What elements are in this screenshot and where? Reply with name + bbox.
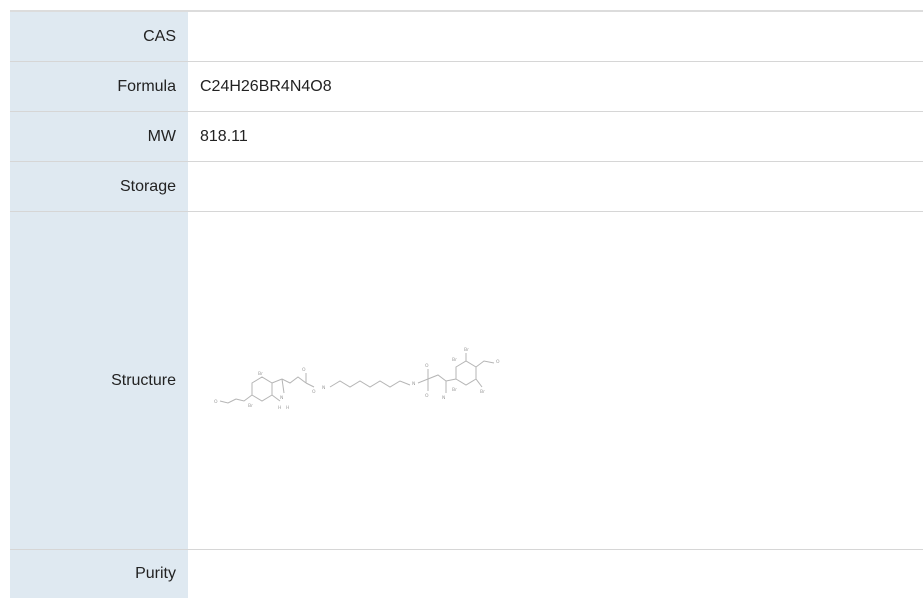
atom-label: Br <box>480 389 485 395</box>
atom-label: N <box>280 395 283 401</box>
mw-label: MW <box>10 111 188 162</box>
atom-label: H <box>286 405 289 411</box>
structure-row: Structure <box>10 211 923 550</box>
atom-label: O <box>496 359 500 365</box>
atom-label: Br <box>452 387 457 393</box>
atom-label: O <box>312 389 316 395</box>
atom-label: Br <box>452 357 457 363</box>
chemical-structure-image: Br Br O O N O N H H N O O N Br Br O Br <box>214 347 500 411</box>
purity-value <box>188 549 923 598</box>
atom-label: N <box>412 381 415 387</box>
purity-label: Purity <box>10 549 188 598</box>
mw-row: MW 818.11 <box>10 111 923 162</box>
atom-label: O <box>214 399 218 405</box>
atom-label: N <box>322 385 325 391</box>
storage-row: Storage <box>10 161 923 212</box>
cas-label: CAS <box>10 10 188 62</box>
atom-label: Br <box>248 403 253 409</box>
mw-value: 818.11 <box>188 111 923 162</box>
formula-label: Formula <box>10 61 188 112</box>
atom-label: Br <box>258 371 263 377</box>
cas-value <box>188 10 923 62</box>
formula-row: Formula C24H26BR4N4O8 <box>10 61 923 112</box>
atom-label: O <box>425 393 429 399</box>
atom-label: N <box>442 395 445 401</box>
atom-label: Br <box>464 347 469 353</box>
cas-row: CAS <box>10 10 923 62</box>
formula-value: C24H26BR4N4O8 <box>188 61 923 112</box>
storage-value <box>188 161 923 212</box>
atom-label: H <box>278 405 281 411</box>
product-spec-table: CAS Formula C24H26BR4N4O8 MW 818.11 Stor… <box>10 10 923 598</box>
structure-cell: Br Br O O N O N H H N O O N Br Br O Br <box>188 211 923 550</box>
purity-row: Purity <box>10 549 923 598</box>
structure-label: Structure <box>10 211 188 550</box>
atom-label: O <box>425 363 429 369</box>
atom-label: O <box>302 367 306 373</box>
storage-label: Storage <box>10 161 188 212</box>
